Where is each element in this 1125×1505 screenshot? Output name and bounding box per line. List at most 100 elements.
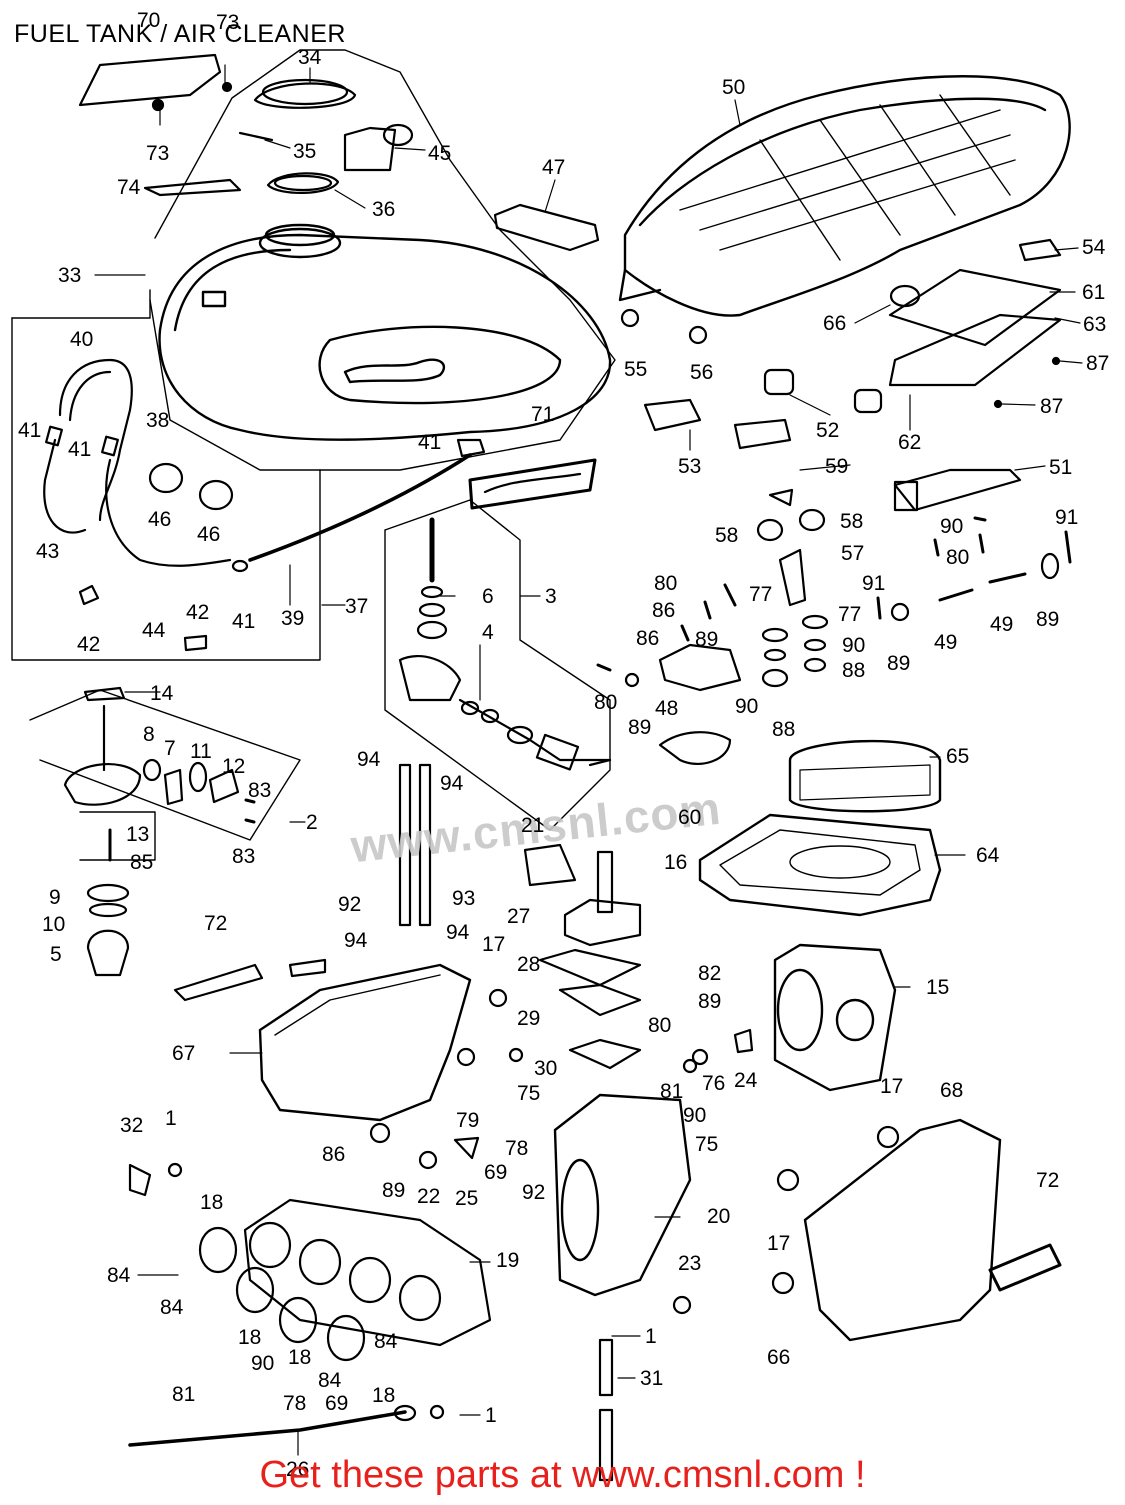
callout-15: 15	[926, 976, 950, 999]
drain-tube	[128, 1404, 417, 1447]
leader-lines	[94, 64, 1083, 1456]
callout-73: 73	[216, 11, 240, 34]
parts-shop-link[interactable]: Get these parts at www.cmsnl.com !	[259, 1454, 866, 1496]
air-filter-element	[788, 739, 942, 813]
callout-83: 83	[232, 845, 256, 868]
callout-11: 11	[190, 740, 212, 763]
callout-41: 41	[232, 610, 256, 633]
callout-7: 7	[164, 737, 176, 760]
callout-47: 47	[542, 156, 566, 179]
callout-69: 69	[484, 1161, 508, 1184]
callout-72: 72	[204, 912, 228, 935]
callout-18: 18	[238, 1326, 262, 1349]
callout-89: 89	[695, 628, 719, 651]
callout-89: 89	[887, 652, 911, 675]
callout-35: 35	[293, 140, 317, 163]
callout-56: 56	[690, 361, 714, 384]
fuel-cap-parts	[78, 53, 414, 197]
callout-69: 69	[325, 1392, 349, 1415]
left-side-cover	[258, 963, 472, 1122]
callout-4: 4	[482, 621, 494, 644]
callout-25: 25	[455, 1187, 479, 1210]
callout-61: 61	[1082, 281, 1106, 304]
callout-72: 72	[1036, 1169, 1060, 1192]
callout-58: 58	[715, 524, 739, 547]
callout-84: 84	[160, 1296, 184, 1319]
callout-3: 3	[545, 585, 557, 608]
callout-16: 16	[664, 851, 688, 874]
callout-58: 58	[840, 510, 864, 533]
callout-17: 17	[482, 933, 506, 956]
float-chamber-parts	[63, 686, 256, 977]
callout-48: 48	[655, 697, 679, 720]
callout-37: 37	[345, 595, 369, 618]
callout-81: 81	[660, 1080, 684, 1103]
callout-91: 91	[862, 572, 886, 595]
callout-68: 68	[940, 1079, 964, 1102]
callout-18: 18	[372, 1384, 396, 1407]
callout-63: 63	[1083, 313, 1107, 336]
callout-54: 54	[1082, 236, 1106, 259]
callout-20: 20	[707, 1205, 731, 1228]
callout-87: 87	[1040, 395, 1064, 418]
small-hardware	[128, 958, 1062, 1420]
callout-79: 79	[456, 1109, 480, 1132]
callout-89: 89	[698, 990, 722, 1013]
callout-75: 75	[695, 1133, 719, 1156]
intake-boots	[198, 1198, 492, 1362]
callout-29: 29	[517, 1007, 541, 1030]
callout-88: 88	[772, 718, 796, 741]
callout-43: 43	[36, 540, 60, 563]
callout-84: 84	[374, 1330, 398, 1353]
callout-36: 36	[372, 198, 396, 221]
callout-5: 5	[50, 943, 62, 966]
callout-85: 85	[130, 851, 154, 874]
callout-17: 17	[880, 1075, 904, 1098]
callout-81: 81	[172, 1383, 196, 1406]
callout-67: 67	[172, 1042, 196, 1065]
callout-86: 86	[652, 599, 676, 622]
callout-65: 65	[946, 745, 970, 768]
callout-27: 27	[507, 905, 531, 928]
callout-77: 77	[838, 603, 862, 626]
callout-84: 84	[318, 1369, 342, 1392]
duct-and-gaskets	[523, 843, 642, 1070]
callout-80: 80	[648, 1014, 672, 1037]
fuel-tank	[158, 223, 612, 441]
callout-10: 10	[42, 913, 66, 936]
callout-70: 70	[137, 9, 161, 32]
callout-93: 93	[452, 887, 476, 910]
callout-38: 38	[146, 409, 170, 432]
callout-44: 44	[142, 619, 166, 642]
callout-17: 17	[767, 1232, 791, 1255]
callout-12: 12	[222, 755, 246, 778]
callout-1: 1	[165, 1107, 177, 1130]
hinge-and-lock-hardware	[596, 468, 1072, 765]
callout-80: 80	[594, 691, 618, 714]
callout-73: 73	[146, 142, 170, 165]
callout-49: 49	[934, 631, 958, 654]
callout-66: 66	[767, 1346, 791, 1369]
callout-49: 49	[990, 613, 1014, 636]
callout-46: 46	[148, 508, 172, 531]
callout-9: 9	[49, 886, 61, 909]
callout-78: 78	[283, 1392, 307, 1415]
callout-80: 80	[654, 572, 678, 595]
callout-2: 2	[306, 811, 318, 834]
callout-45: 45	[428, 142, 452, 165]
callout-59: 59	[825, 455, 849, 478]
callout-92: 92	[522, 1181, 546, 1204]
callout-91: 91	[1055, 506, 1079, 529]
callout-42: 42	[186, 601, 210, 624]
callout-31: 31	[640, 1367, 664, 1390]
air-cleaner-upper-case	[698, 813, 942, 917]
fuel-petcock	[398, 517, 612, 771]
callout-30: 30	[534, 1057, 558, 1080]
callout-76: 76	[702, 1072, 726, 1095]
callout-46: 46	[197, 523, 221, 546]
callout-77: 77	[749, 583, 773, 606]
callout-89: 89	[1036, 608, 1060, 631]
callout-90: 90	[683, 1104, 707, 1127]
